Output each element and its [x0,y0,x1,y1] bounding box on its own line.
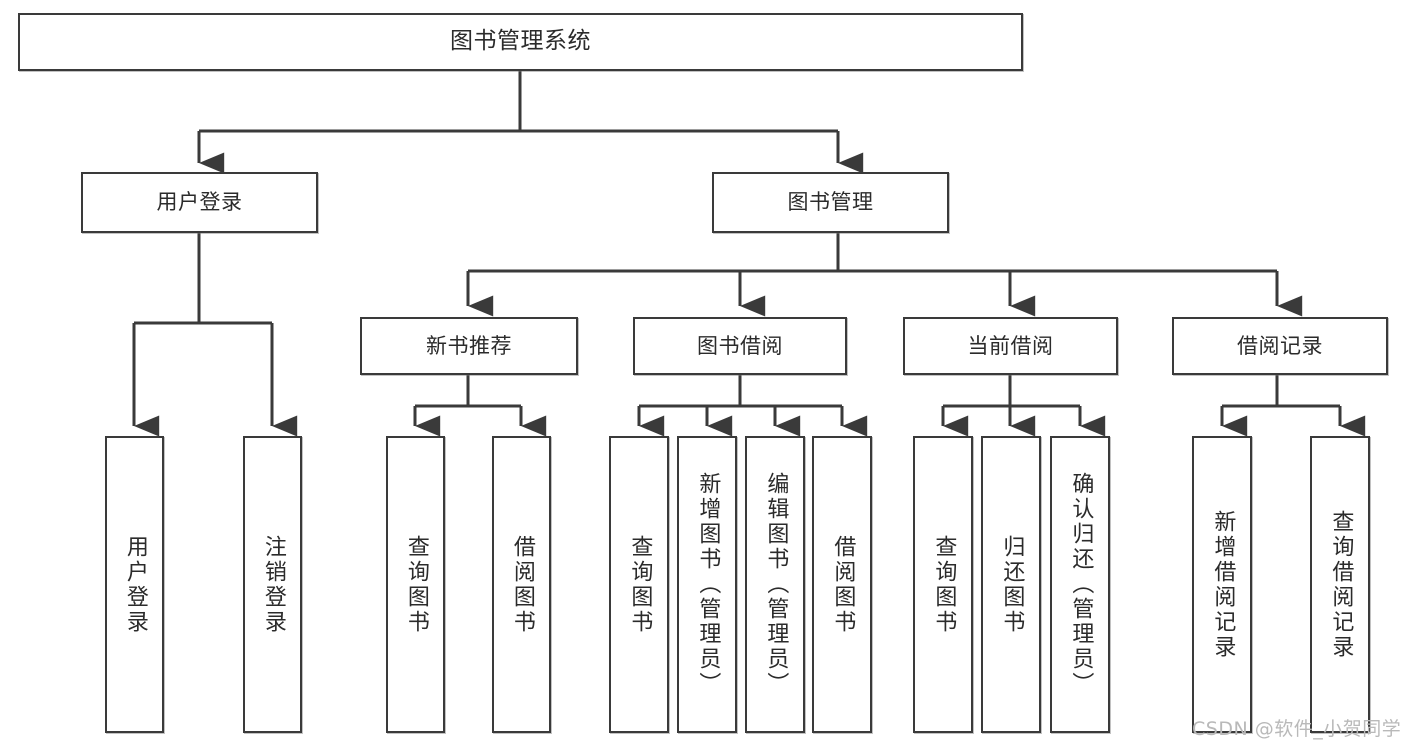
node-root[interactable]: 图书管理系统 [18,13,1023,71]
leaf-borrow-record-add[interactable]: 新增借阅记录 [1192,436,1252,733]
leaf-current-borrow-confirm-label: 确认归还（管理员） [1068,472,1094,697]
leaf-user-login-login[interactable]: 用户登录 [105,436,164,733]
csdn-watermark: CSDN @软件_小贺同学 [1192,718,1402,740]
node-user-login-label: 用户登录 [156,190,243,215]
leaf-book-borrow-borrow[interactable]: 借阅图书 [812,436,872,733]
leaf-book-borrow-edit[interactable]: 编辑图书（管理员） [745,436,805,733]
leaf-new-book-query-label: 查询图书 [403,534,429,635]
leaf-current-borrow-return-label: 归还图书 [999,534,1025,635]
leaf-book-borrow-borrow-label: 借阅图书 [830,534,856,635]
leaf-new-book-borrow-label: 借阅图书 [509,534,535,635]
leaf-book-borrow-add[interactable]: 新增图书（管理员） [677,436,737,733]
leaf-book-borrow-query-label: 查询图书 [627,534,653,635]
node-new-book-recommend-label: 新书推荐 [426,333,512,358]
leaf-book-borrow-add-label: 新增图书（管理员） [695,472,721,697]
node-book-borrow-label: 图书借阅 [697,333,783,358]
leaf-current-borrow-query-label: 查询图书 [931,534,957,635]
leaf-borrow-record-add-label: 新增借阅记录 [1210,509,1236,660]
node-book-management[interactable]: 图书管理 [712,172,949,233]
leaf-user-login-logout[interactable]: 注销登录 [243,436,302,733]
leaf-new-book-query[interactable]: 查询图书 [386,436,445,733]
leaf-borrow-record-query-label: 查询借阅记录 [1328,509,1354,660]
leaf-book-borrow-query[interactable]: 查询图书 [609,436,669,733]
node-book-management-label: 图书管理 [787,190,874,215]
leaf-user-login-login-label: 用户登录 [122,534,148,635]
leaf-user-login-logout-label: 注销登录 [260,534,286,635]
node-user-login[interactable]: 用户登录 [81,172,318,233]
leaf-current-borrow-query[interactable]: 查询图书 [913,436,973,733]
node-book-borrow[interactable]: 图书借阅 [633,317,847,375]
leaf-borrow-record-query[interactable]: 查询借阅记录 [1310,436,1370,733]
node-borrow-record-label: 借阅记录 [1237,333,1323,358]
leaf-book-borrow-edit-label: 编辑图书（管理员） [763,472,789,697]
node-borrow-record[interactable]: 借阅记录 [1172,317,1388,375]
node-current-borrow-label: 当前借阅 [967,333,1054,358]
node-new-book-recommend[interactable]: 新书推荐 [360,317,578,375]
leaf-new-book-borrow[interactable]: 借阅图书 [492,436,551,733]
leaf-current-borrow-confirm[interactable]: 确认归还（管理员） [1050,436,1110,733]
node-current-borrow[interactable]: 当前借阅 [903,317,1118,375]
leaf-current-borrow-return[interactable]: 归还图书 [981,436,1041,733]
node-root-label: 图书管理系统 [450,28,591,55]
